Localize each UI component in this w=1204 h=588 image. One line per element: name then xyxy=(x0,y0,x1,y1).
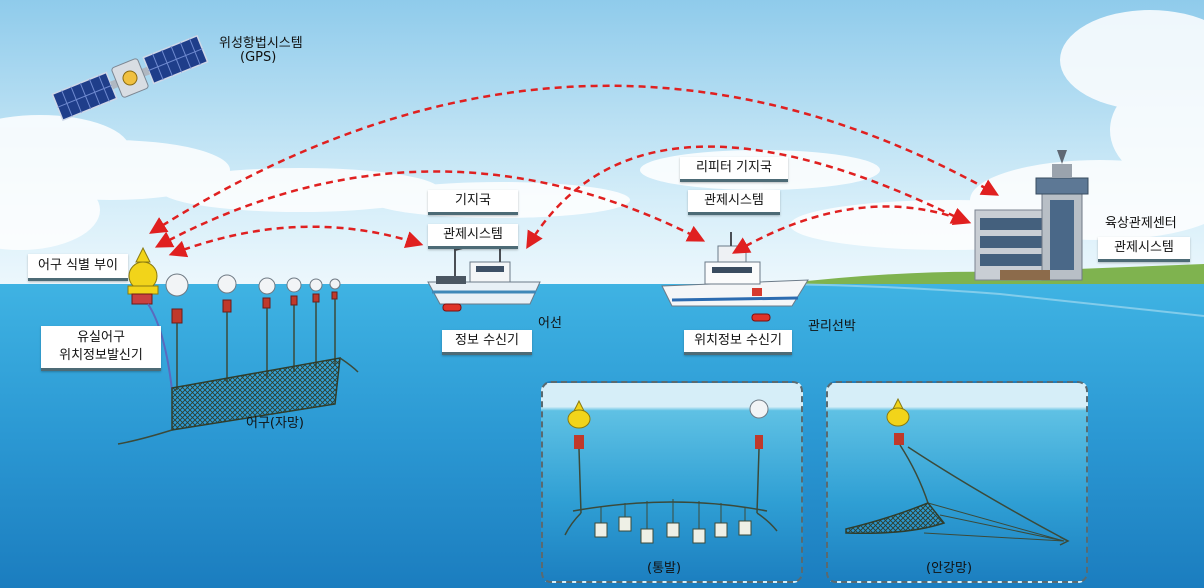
position-receiver-label: 위치정보 수신기 xyxy=(684,330,792,355)
anchor-net-illustration xyxy=(845,397,1070,546)
land-control-label: 관제시스템 xyxy=(1098,237,1190,262)
satellite-icon xyxy=(51,34,209,122)
info-receiver-label: 정보 수신기 xyxy=(442,330,532,355)
satellite-sublabel: (GPS) xyxy=(240,50,277,65)
management-vessel-label: 관리선박 xyxy=(808,319,856,334)
repeater-station-label: 리피터 기지국 xyxy=(680,157,788,182)
identification-buoy-icon xyxy=(127,246,159,305)
receiver-devices xyxy=(442,303,771,322)
base-control-label: 관제시스템 xyxy=(428,224,518,249)
repeater-control-label: 관제시스템 xyxy=(688,190,780,215)
land-center-label: 육상관제센터 xyxy=(1105,216,1177,231)
lost-gear-device-label: 유실어구 위치정보발신기 xyxy=(41,326,161,371)
arrow-buoy-basestation xyxy=(168,225,424,258)
control-center-building-icon xyxy=(974,150,1089,281)
lost-gear-device-line1: 유실어구 xyxy=(77,330,125,346)
lost-gear-device-line2: 위치정보발신기 xyxy=(59,348,143,363)
net-weights xyxy=(171,291,338,324)
inset-anchor-net-caption: (안강망) xyxy=(926,561,973,576)
satellite-label: 위성항법시스템 xyxy=(219,36,303,51)
communication-arrows xyxy=(149,84,1000,258)
base-station-label: 기지국 xyxy=(428,190,518,215)
management-vessel-icon xyxy=(661,232,809,307)
gillnet xyxy=(117,299,359,445)
net-floats xyxy=(165,273,341,297)
inset-pot-trap: (통발) xyxy=(541,381,803,583)
gillnet-label: 어구(자망) xyxy=(246,416,304,431)
buoy-label: 어구 식별 부이 xyxy=(28,254,128,281)
pot-trap-illustration xyxy=(564,399,778,544)
arrow-buoy-landcenter xyxy=(149,84,1000,234)
arrow-buoy-vessel xyxy=(154,170,706,248)
inset-anchor-net: (안강망) xyxy=(826,381,1088,583)
fishing-boat-label: 어선 xyxy=(538,316,562,331)
fishing-boat-icon xyxy=(427,236,541,305)
inset-pot-caption: (통발) xyxy=(647,561,682,576)
